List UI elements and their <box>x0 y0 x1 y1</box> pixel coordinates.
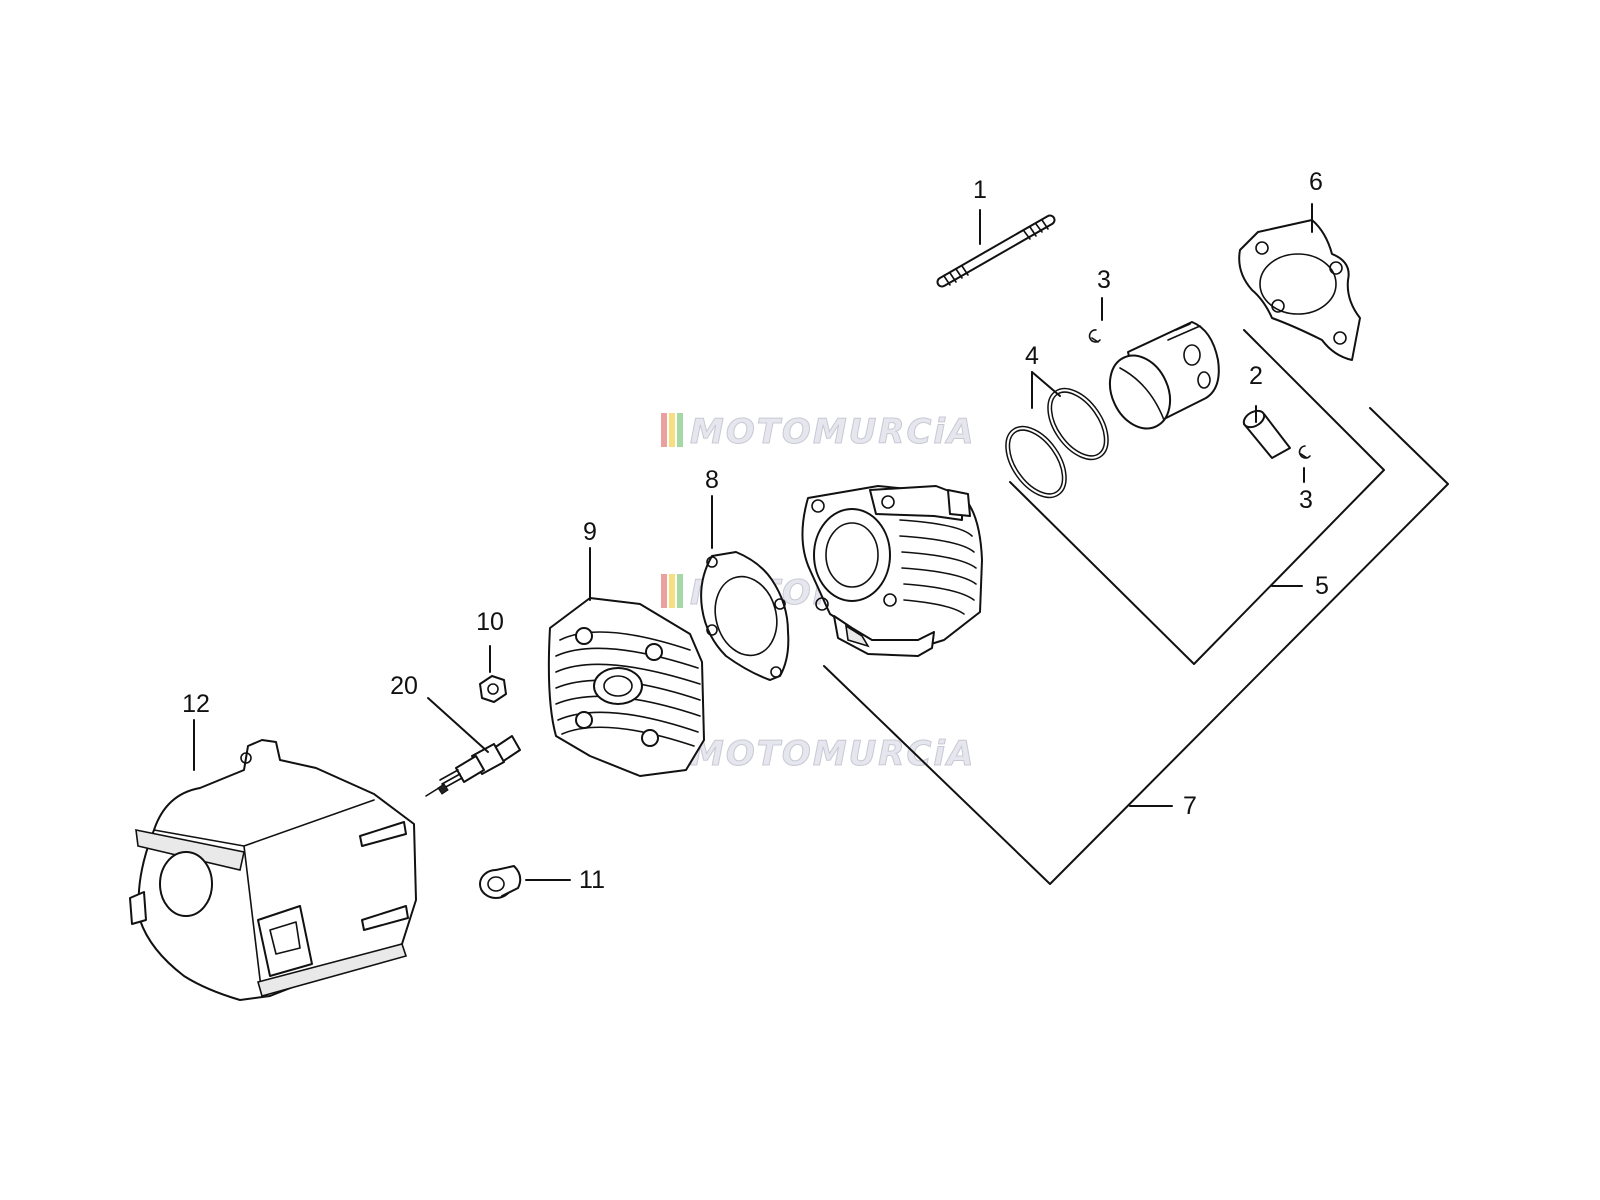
watermark-logo-icon <box>661 574 683 608</box>
callout-7: 7 <box>1183 792 1197 820</box>
callout-11: 11 <box>579 866 605 894</box>
cooling-shroud-icon <box>129 739 417 1001</box>
nut-icon <box>479 675 507 703</box>
leader-lines <box>193 203 1313 881</box>
callout-4: 4 <box>1025 342 1039 370</box>
callout-10: 10 <box>476 608 504 636</box>
piston-icon <box>1108 321 1220 430</box>
piston-ring-icon <box>1005 425 1067 499</box>
callout-3-bottom: 3 <box>1299 486 1313 514</box>
callout-2: 2 <box>1249 362 1263 390</box>
watermark-top: MOTOMURCiA <box>661 412 975 453</box>
circlip-icon <box>1088 329 1101 343</box>
piston-ring-icon <box>1047 387 1109 461</box>
piston-pin-icon <box>1242 409 1291 459</box>
piston-kit-bracket <box>1009 329 1385 665</box>
head-gasket-icon <box>700 551 790 681</box>
callout-20: 20 <box>390 672 418 700</box>
watermark-text: MOTOMURCiA <box>690 734 975 774</box>
cylinder-head-icon <box>547 597 705 777</box>
cylinder-kit-bracket <box>823 407 1449 885</box>
watermark-bottom: MOTOMURCiA <box>661 734 975 775</box>
callout-12: 12 <box>182 690 210 718</box>
spark-plug-icon <box>425 735 521 797</box>
circlip-icon <box>1298 445 1311 459</box>
stud-bolt-icon <box>936 214 1056 288</box>
cylinder-icon <box>801 485 983 657</box>
plug-icon <box>479 865 522 899</box>
callout-6: 6 <box>1309 168 1323 196</box>
cylinder-base-gasket-icon <box>1238 219 1361 361</box>
watermark-text: MOTOMURCiA <box>690 412 975 452</box>
callout-5: 5 <box>1315 572 1329 600</box>
callout-3-top: 3 <box>1097 266 1111 294</box>
callout-8: 8 <box>705 466 719 494</box>
callout-1: 1 <box>973 176 987 204</box>
callout-9: 9 <box>583 518 597 546</box>
watermark-logo-icon <box>661 413 683 447</box>
